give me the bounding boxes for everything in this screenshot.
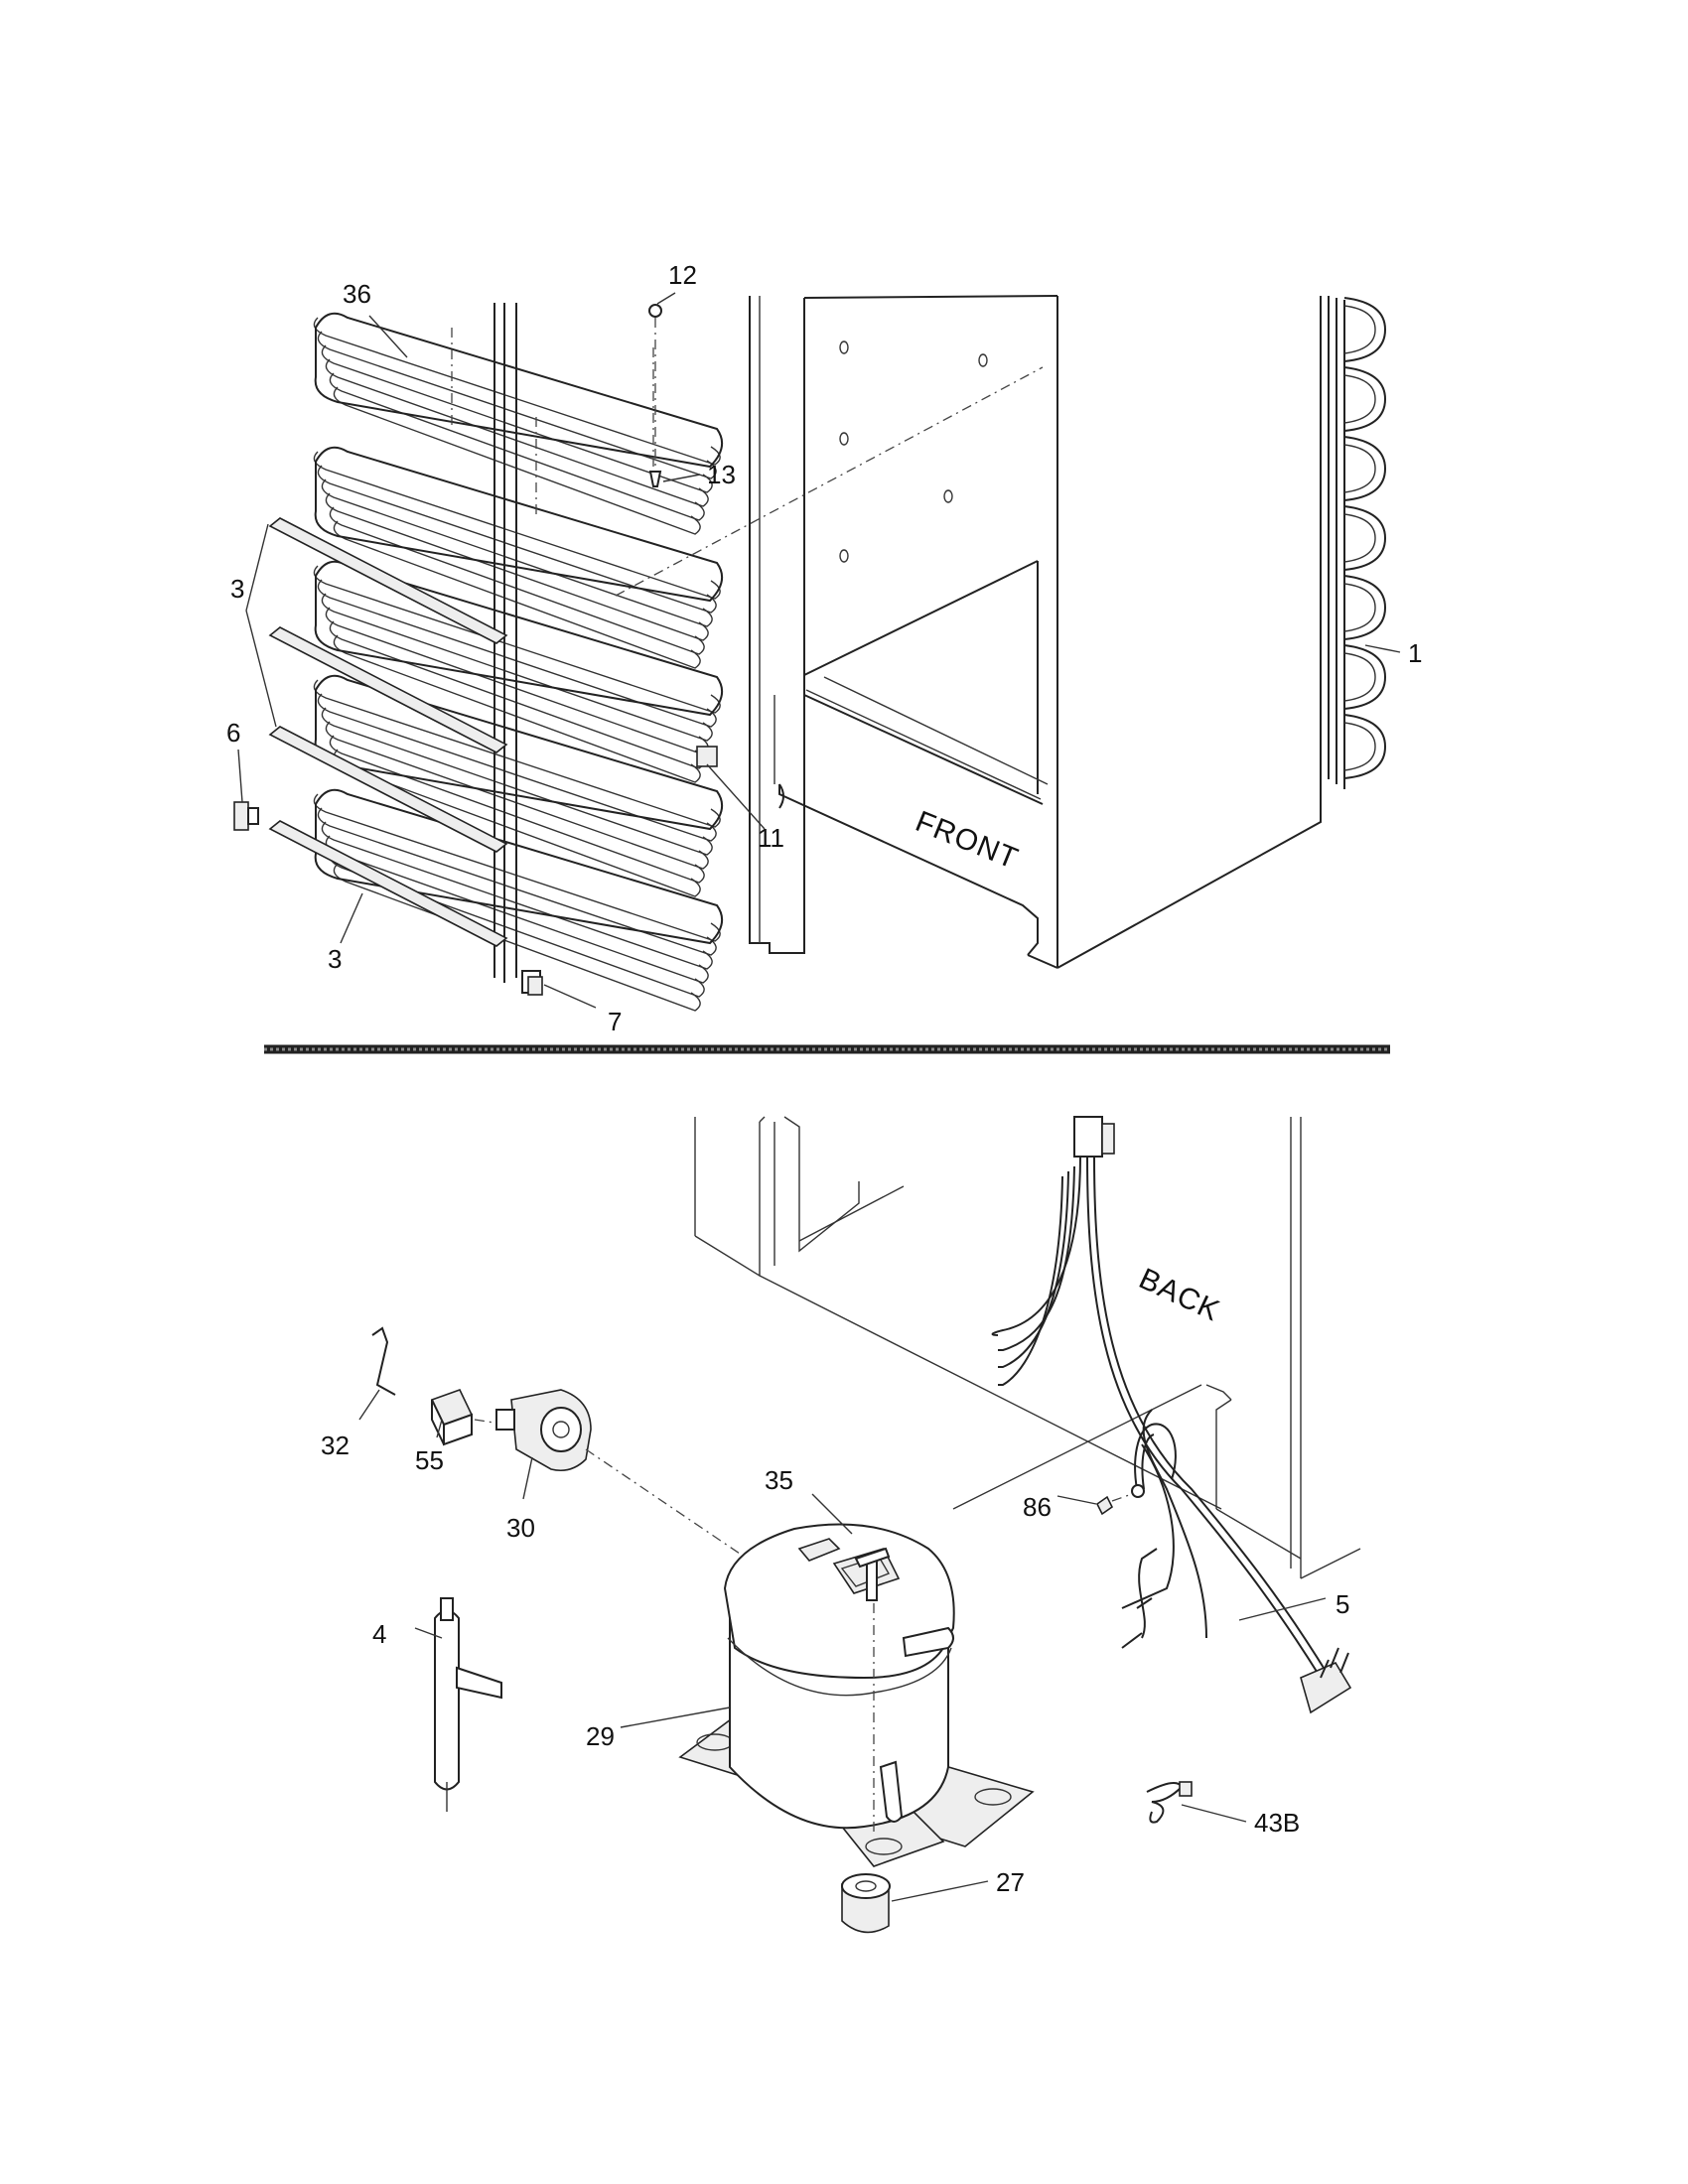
shelf-coil-segment [333,386,701,535]
callout-29: 29 [586,1721,615,1751]
callout-30: 30 [506,1513,535,1543]
callout-3-upper: 3 [230,574,244,604]
condenser-coil [1320,296,1387,789]
condenser-loop-inner [1343,444,1376,493]
condenser-loop [1343,366,1387,432]
shelf-coil-segment [313,793,721,942]
shelf-outline [314,674,724,831]
condenser-loop-inner [1343,374,1376,424]
callout-86: 86 [1023,1492,1052,1522]
leader-lines-upper [237,292,1401,1009]
condenser-loop [1343,714,1387,779]
callout-11: 11 [758,823,784,853]
shelf-coil-segment [333,863,701,1012]
shelf-coil-segment [325,835,709,984]
overload-clip [371,1326,396,1396]
start-relay [430,1389,507,1446]
callout-27: 27 [996,1867,1025,1897]
shelf-coil-segment [329,372,705,521]
shelf-outline [314,788,724,945]
shelf-coil-segment [313,317,721,466]
callout-36: 36 [343,279,371,309]
shelf-coil-segment [325,721,709,870]
condenser-loop [1343,297,1387,362]
shelf-coil-segment [313,565,721,714]
grommet [841,1873,891,1934]
shelf-coil-segment [313,679,721,828]
callout-13: 13 [707,460,736,489]
back-label: BACK [1134,1262,1225,1327]
shelf-outline [314,312,724,469]
ground-wire [1095,1423,1177,1516]
callout-5: 5 [1336,1589,1349,1619]
leader-lines-lower [358,1389,1327,1902]
shelf-coil-segment [321,707,713,856]
shelf-coil-segment [321,478,713,627]
callout-43b: 43B [1254,1808,1300,1838]
callout-7: 7 [608,1007,622,1036]
shelf-coil-segment [329,506,705,655]
callout-numbers: 36 12 13 3 6 11 3 7 1 32 55 30 35 86 5 4… [226,260,1422,1897]
callout-1: 1 [1408,638,1422,668]
condenser-loop-inner [1343,305,1376,354]
shelf-outline [314,446,724,603]
condenser-loop [1343,436,1387,501]
shelf-coil-segment [321,344,713,493]
condenser-loop [1343,644,1387,710]
shelf-coil-segment [321,593,713,742]
filter-drier [434,1597,502,1812]
shelf-coil-segment [317,331,717,479]
compressor [678,1523,1035,1867]
front-label: FRONT [911,805,1023,876]
condenser-loop-inner [1343,513,1376,563]
condenser-loop-inner [1343,652,1376,702]
shelf-front-rails [268,517,508,947]
small-parts-upper [233,304,718,996]
condenser-loop-inner [1343,583,1376,632]
callout-12: 12 [668,260,697,290]
shelf-coil-segment [333,634,701,783]
condenser-loop [1343,575,1387,640]
shelf-coil-segment [317,693,717,842]
shelf-coil-segment [321,821,713,970]
shelf-coil-segment [317,579,717,728]
shelf-coil-segment [317,465,717,614]
shelf-coil-segment [333,520,701,669]
callout-55: 55 [415,1445,444,1475]
shelf-outline [314,560,724,717]
shelf-coil-segment [329,735,705,884]
shelf-coil-segment [325,607,709,755]
wire-clip [1146,1781,1193,1824]
callout-32: 32 [321,1431,350,1460]
callout-35: 35 [765,1465,793,1495]
overload-protector [495,1389,741,1555]
callout-6: 6 [226,718,240,748]
shelf-coil-segment [313,451,721,600]
condenser-loop [1343,505,1387,571]
evaporator-shelf-assembly [313,303,724,1012]
callout-3-lower: 3 [328,944,342,974]
shelf-coil-segment [317,807,717,956]
cabinet-front-view: FRONT [615,295,1322,969]
shelf-coil-segment [325,492,709,641]
shelf-coil-segment [325,358,709,507]
condenser-loop-inner [1343,722,1376,771]
callout-4: 4 [372,1619,386,1649]
power-cord-harness [991,1116,1352,1714]
